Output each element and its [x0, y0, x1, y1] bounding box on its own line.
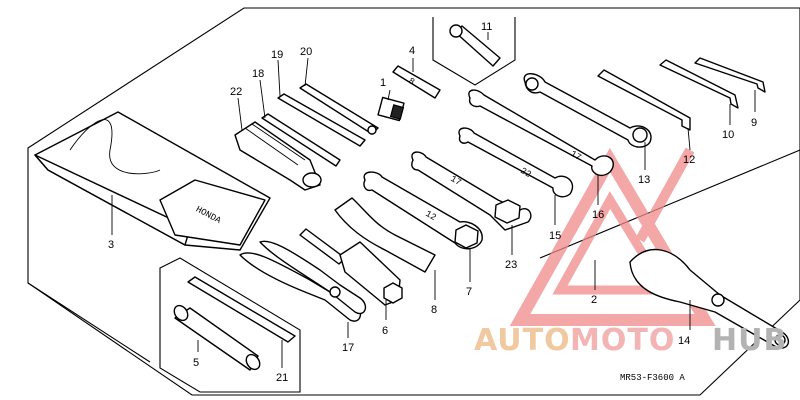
wrench-22: 22: [458, 127, 574, 198]
pin-spanner: [449, 24, 501, 67]
callout-8: 8: [431, 304, 437, 316]
callout-20: 20: [300, 46, 312, 58]
ring-wrench: [523, 73, 652, 148]
callout-9: 9: [751, 117, 757, 129]
box-wrench-tube: [173, 304, 261, 371]
callout-15: 15: [549, 230, 561, 242]
callout-19: 19: [271, 49, 283, 61]
wrench-12-mark: 12: [424, 209, 438, 223]
screwdriver-bits: [261, 83, 379, 167]
callout-3: 3: [108, 239, 114, 251]
small-plug: [377, 96, 405, 122]
tool-pouch: HONDA: [34, 111, 271, 251]
small-wrench: 8: [392, 65, 441, 99]
open-wrench-17: 17: [468, 89, 614, 176]
watermark-text: AUTO MOTO HUB: [474, 323, 787, 358]
wrench-with-hex: 17: [411, 151, 532, 231]
callout-14: 14: [678, 335, 690, 347]
screwdriver-handle: [234, 121, 322, 191]
wrench-17-mark: 17: [569, 149, 583, 163]
callout-23: 23: [505, 259, 517, 271]
lever-handle: [629, 248, 789, 349]
small-wrench-mark: 8: [406, 76, 416, 87]
part11-box: [432, 17, 516, 86]
callout-11: 11: [481, 21, 492, 33]
callout-1: 1: [380, 77, 386, 89]
callout-17: 17: [342, 342, 354, 354]
hex-keys: [597, 57, 766, 131]
wrench-12: 12: [363, 171, 483, 250]
flat-bar: [187, 276, 296, 343]
bent-bar: [334, 197, 436, 273]
callout-22: 22: [230, 86, 242, 98]
callout-12: 12: [683, 154, 695, 166]
part5-21-box: [159, 257, 301, 393]
callout-13: 13: [638, 174, 650, 186]
divider-line: [27, 282, 151, 363]
callout-18: 18: [252, 68, 264, 80]
callout-5: 5: [193, 357, 199, 369]
drawing-code: MR53-F3600 A: [620, 373, 685, 383]
wrench-16-mark: 17: [449, 174, 463, 188]
callout-2: 2: [591, 294, 597, 306]
callouts: 1 2 3 4 5 6 7 8 9 10 11 12 13 14 15 16 1…: [108, 21, 757, 384]
callout-7: 7: [466, 286, 472, 298]
watermark-part3: HUB: [712, 323, 787, 358]
callout-6: 6: [382, 325, 388, 337]
outer-frame: [27, 7, 800, 396]
callout-16: 16: [592, 209, 604, 221]
callout-10: 10: [722, 129, 734, 141]
watermark-logo: [509, 147, 716, 326]
leader-lines: [111, 32, 756, 368]
callout-4: 4: [409, 45, 415, 57]
watermark-part1: AUTO: [474, 323, 571, 358]
callout-21: 21: [276, 372, 288, 384]
pliers: [239, 240, 367, 322]
spark-plug-socket: [299, 228, 403, 306]
watermark-part2: MOTO: [570, 323, 675, 358]
wrench-22-mark: 22: [519, 166, 533, 180]
